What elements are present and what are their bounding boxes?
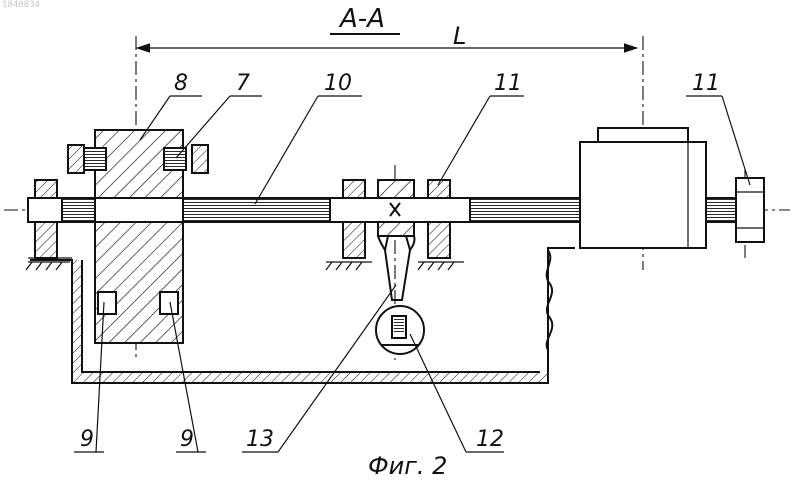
callout-13: 13 [246, 427, 274, 452]
callout-11-right: 11 [692, 71, 720, 96]
figure-caption: Фиг. 2 [368, 452, 447, 480]
callout-12: 12 [476, 427, 504, 452]
section-title: A-A [330, 4, 400, 34]
roller-12 [376, 306, 424, 354]
hub-lever [378, 180, 415, 300]
ground-hatch [26, 262, 464, 270]
section-label: A-A [338, 4, 385, 34]
dimension-l: L [137, 22, 637, 50]
callout-9-right: 9 [180, 427, 194, 452]
end-coupling-11 [706, 178, 764, 242]
right-housing [580, 128, 706, 248]
dimension-label: L [453, 22, 466, 50]
callout-11-mid: 11 [494, 71, 522, 96]
callout-8: 8 [174, 71, 188, 96]
callout-7: 7 [236, 71, 250, 96]
callout-9-left: 9 [80, 427, 94, 452]
shaft-10 [28, 198, 583, 222]
callout-10: 10 [324, 71, 352, 96]
